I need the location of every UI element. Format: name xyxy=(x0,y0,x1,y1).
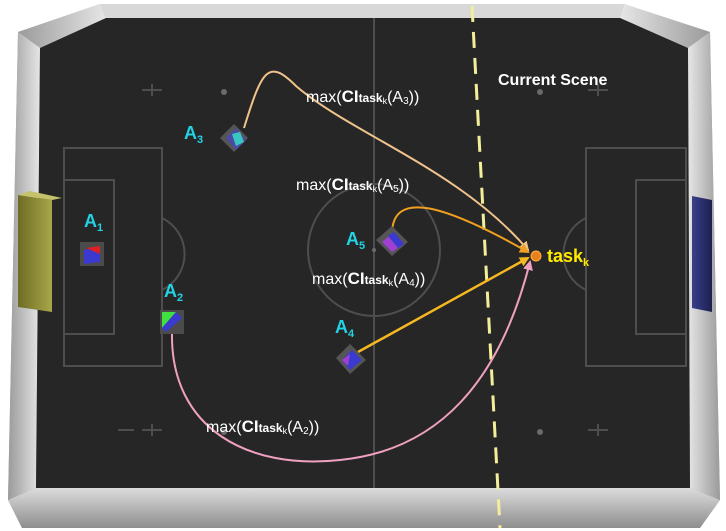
playing-field xyxy=(36,18,690,488)
expression-a4: max(CItaskk(A4)) xyxy=(312,269,426,289)
current-scene-label: Current Scene xyxy=(498,72,608,89)
robot-a3 xyxy=(220,124,248,152)
robot-a5 xyxy=(376,226,408,256)
arrow-a2-to-task xyxy=(170,260,533,463)
right-goal xyxy=(692,196,712,312)
robot-a1 xyxy=(80,242,104,266)
current-scene-boundary xyxy=(470,5,502,529)
task-label: taskk xyxy=(547,246,590,269)
expression-a2: max(CItaskk(A2)) xyxy=(206,417,320,437)
expression-a3: max(CItaskk(A3)) xyxy=(306,87,420,107)
robot-a4 xyxy=(336,344,366,374)
task-point xyxy=(530,250,542,262)
agent-label-a2: A2 xyxy=(164,281,184,304)
agent-label-a1: A1 xyxy=(84,211,104,234)
left-goal xyxy=(18,195,52,312)
field-markings xyxy=(63,18,687,488)
arrow-a5-to-task xyxy=(391,206,530,253)
expression-a5: max(CItaskk(A5)) xyxy=(296,175,410,195)
agent-label-a4: A4 xyxy=(335,317,355,340)
robot-a2 xyxy=(160,310,184,334)
agent-label-a5: A5 xyxy=(346,229,366,252)
arrow-a4-to-task xyxy=(357,256,530,354)
arrow-a3-to-task xyxy=(243,70,530,252)
agent-label-a3: A3 xyxy=(184,123,204,146)
field-spots xyxy=(221,89,543,435)
